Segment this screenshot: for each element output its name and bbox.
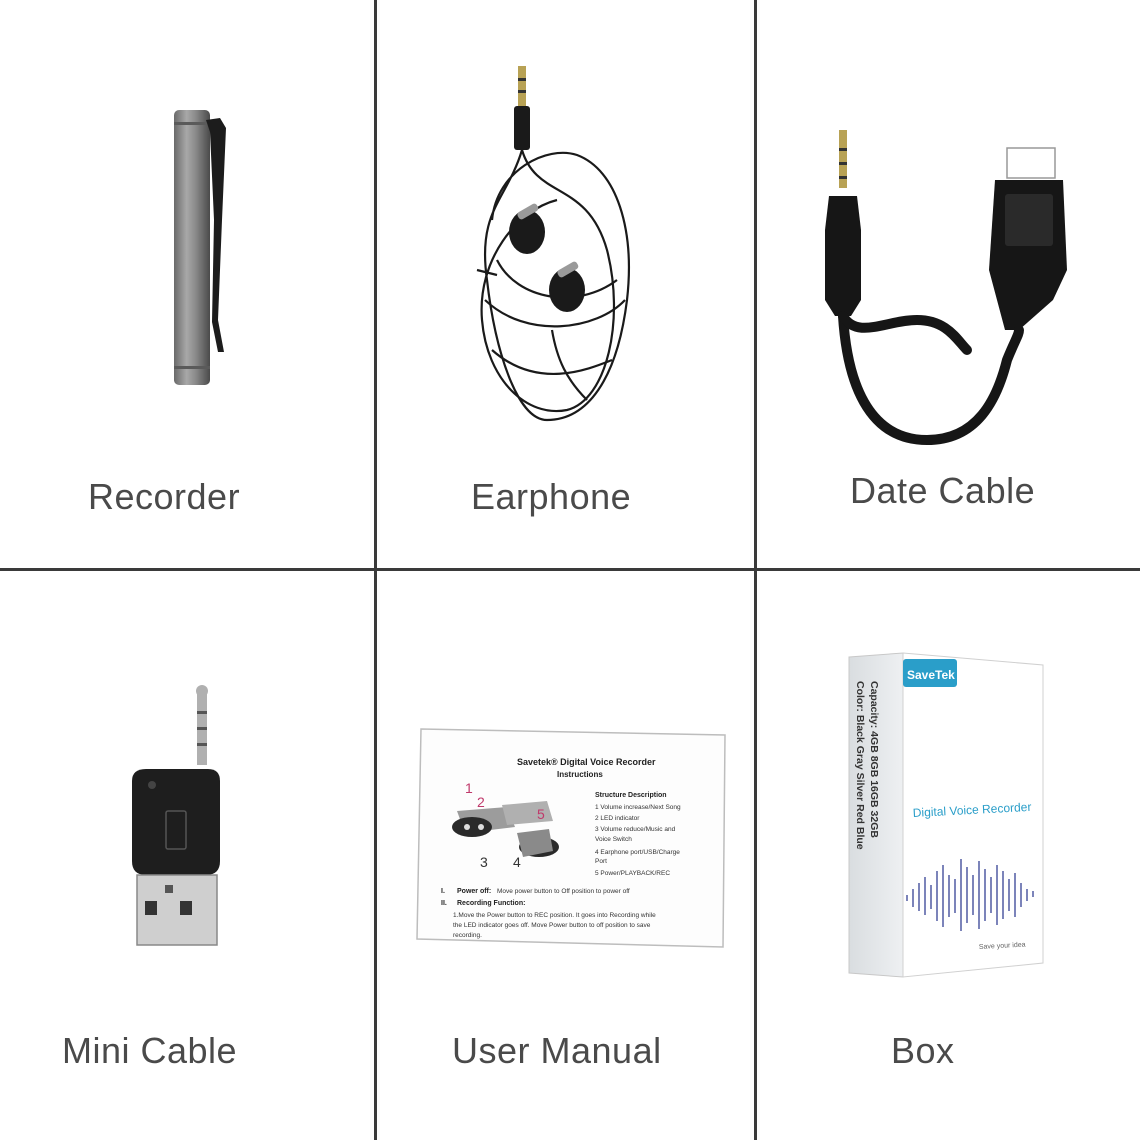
box-slogan: Save your idea bbox=[979, 942, 1026, 951]
cell-user-manual: Savetek® Digital Voice Recorder Instruct… bbox=[377, 571, 754, 1140]
structure-item-4: Voice Switch bbox=[595, 836, 632, 843]
mini-cable-label: Mini Cable bbox=[62, 1030, 238, 1071]
box-image: SaveTek Capacity: 4GB 8GB 16GB 32GB Colo… bbox=[848, 652, 1044, 978]
box-brand: SaveTek bbox=[907, 668, 955, 682]
structure-item-3: 3 Volume reduce/Music and bbox=[595, 826, 676, 833]
section-1-text: Move power button to Off position to pow… bbox=[497, 888, 630, 895]
cell-recorder: Recorder bbox=[0, 0, 374, 568]
section-1-num: I. bbox=[441, 888, 445, 895]
structure-item-7: 5 Power/PLAYBACK/REC bbox=[595, 870, 670, 877]
callout-5: 5 bbox=[537, 806, 545, 822]
cell-date-cable: Date Cable bbox=[757, 0, 1140, 568]
structure-heading: Structure Description bbox=[595, 792, 667, 799]
user-manual-image: Savetek® Digital Voice Recorder Instruct… bbox=[416, 728, 726, 948]
grid-horizontal-line bbox=[0, 568, 1140, 571]
recorder-label: Recorder bbox=[88, 476, 241, 517]
box-product-name: Digital Voice Recorder bbox=[912, 800, 1031, 820]
structure-item-6: Port bbox=[595, 858, 607, 865]
callout-3: 3 bbox=[480, 854, 488, 870]
date-cable-image bbox=[825, 130, 1067, 446]
callout-1: 1 bbox=[465, 780, 473, 796]
section-2-line-2: the LED indicator goes off. Move Power b… bbox=[453, 922, 651, 929]
earphone-image bbox=[476, 66, 630, 422]
cell-mini-cable: Mini Cable bbox=[0, 571, 374, 1140]
user-manual-label: User Manual bbox=[452, 1030, 662, 1071]
section-2-line-3: recording. bbox=[453, 932, 482, 939]
section-2-line-1: 1.Move the Power button to REC position.… bbox=[453, 912, 656, 919]
box-label: Box bbox=[891, 1030, 955, 1071]
date-cable-label: Date Cable bbox=[850, 470, 1036, 511]
callout-2: 2 bbox=[477, 794, 485, 810]
manual-subtitle: Instructions bbox=[557, 770, 603, 779]
cell-earphone: Earphone bbox=[377, 0, 754, 568]
mini-cable-image bbox=[132, 685, 220, 946]
structure-item-5: 4 Earphone port/USB/Charge bbox=[595, 849, 680, 856]
recorder-image bbox=[174, 110, 226, 385]
section-2-head: Recording Function: bbox=[457, 900, 525, 907]
manual-title: Savetek® Digital Voice Recorder bbox=[517, 757, 656, 767]
box-color-line: Color: Black Gray Silver Red Blue bbox=[854, 681, 866, 850]
section-2-num: II. bbox=[441, 900, 447, 907]
structure-item-1: 1 Volume increase/Next Song bbox=[595, 804, 681, 811]
cell-box: SaveTek Capacity: 4GB 8GB 16GB 32GB Colo… bbox=[757, 571, 1140, 1140]
earphone-label: Earphone bbox=[471, 476, 632, 517]
waveform-graphic bbox=[906, 859, 1034, 931]
callout-4: 4 bbox=[513, 854, 521, 870]
section-1-head: Power off: bbox=[457, 888, 491, 895]
structure-item-2: 2 LED indicator bbox=[595, 815, 640, 822]
box-capacity-line: Capacity: 4GB 8GB 16GB 32GB bbox=[868, 681, 880, 838]
